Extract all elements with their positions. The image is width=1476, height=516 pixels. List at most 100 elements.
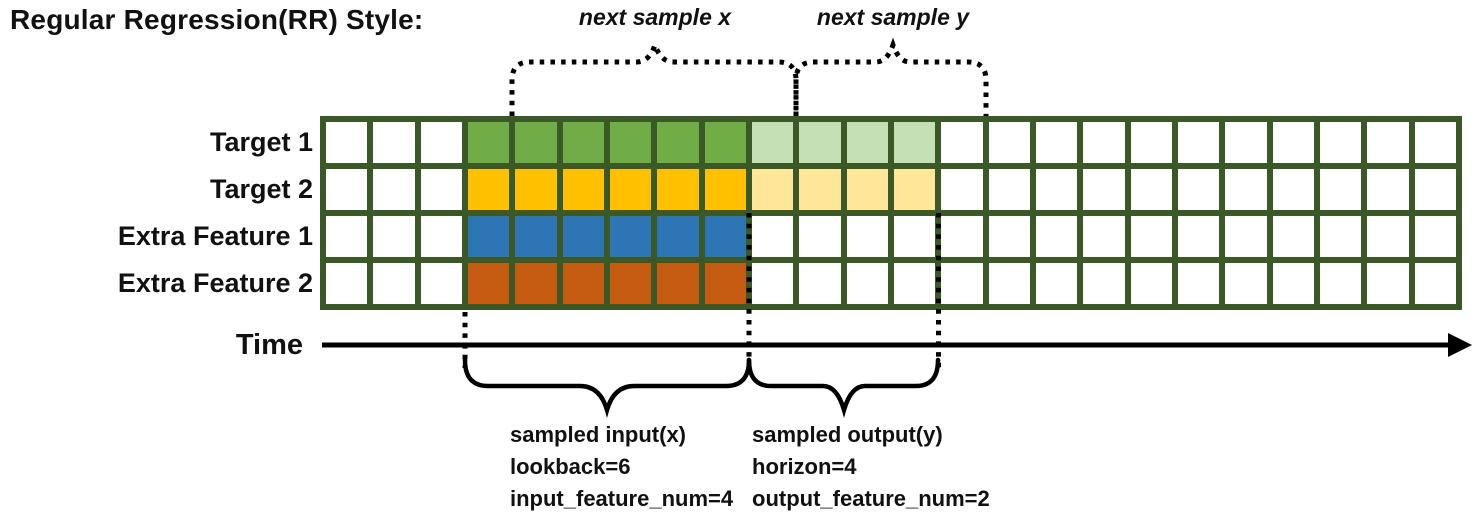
grid-cell xyxy=(467,263,510,304)
grid-cell xyxy=(420,122,462,163)
grid-cell xyxy=(846,122,888,163)
grid-cell xyxy=(846,169,888,210)
grid-cell xyxy=(326,216,368,257)
grid-cell xyxy=(609,216,652,257)
grid-cell xyxy=(326,122,368,163)
grid-cell xyxy=(1130,122,1172,163)
grid-cell xyxy=(657,263,699,304)
grid-cell xyxy=(373,122,415,163)
grid-cell xyxy=(941,169,983,210)
grid-cell xyxy=(609,169,652,210)
time-arrow-head xyxy=(1448,333,1472,357)
grid-cell xyxy=(988,216,1030,257)
grid-cell xyxy=(1414,263,1456,304)
grid-cell xyxy=(1083,216,1125,257)
grid-cell xyxy=(1225,122,1267,163)
label-next-sample-y: next sample y xyxy=(816,4,970,30)
grid-cell xyxy=(1367,263,1409,304)
label-next-sample-x: next sample x xyxy=(578,4,732,30)
callout-input-title: sampled input(x) xyxy=(510,422,687,447)
grid-cell xyxy=(751,216,794,257)
row-label-extra-feature-1: Extra Feature 1 xyxy=(117,221,313,251)
grid-cell xyxy=(1272,216,1314,257)
grid-cell xyxy=(1225,216,1267,257)
grid-cell xyxy=(1130,169,1172,210)
grid-cell xyxy=(1414,216,1456,257)
diagram-title: Regular Regression(RR) Style: xyxy=(10,4,424,35)
callout-output-features: output_feature_num=2 xyxy=(752,486,990,511)
brace-next-sample-y xyxy=(793,37,989,116)
grid-cell xyxy=(657,216,699,257)
grid-cell xyxy=(1319,263,1362,304)
grid-cell xyxy=(1177,263,1220,304)
grid-cell xyxy=(893,169,936,210)
row-label-extra-feature-2: Extra Feature 2 xyxy=(117,268,313,298)
grid-cell xyxy=(893,122,936,163)
grid-cell xyxy=(467,216,510,257)
time-axis-label: Time xyxy=(235,329,303,361)
grid-cell xyxy=(1272,169,1314,210)
grid-cell xyxy=(562,122,604,163)
grid-cell xyxy=(373,169,415,210)
grid-cell xyxy=(326,169,368,210)
grid-cell xyxy=(609,263,652,304)
row-label-target-2: Target 2 xyxy=(209,174,313,204)
grid-cell xyxy=(1272,263,1314,304)
grid-cell xyxy=(467,122,510,163)
grid-cell xyxy=(799,122,841,163)
grid-cell xyxy=(799,216,841,257)
grid-cell xyxy=(1083,122,1125,163)
grid-cell xyxy=(1083,169,1125,210)
grid-cell xyxy=(1130,216,1172,257)
callout-input-lookback: lookback=6 xyxy=(510,454,631,479)
grid-cell xyxy=(704,216,746,257)
sample-grid xyxy=(320,116,1462,310)
grid-cell xyxy=(1367,216,1409,257)
grid-cell xyxy=(609,122,652,163)
grid-cell xyxy=(420,263,462,304)
grid-cell xyxy=(799,263,841,304)
callout-input-features: input_feature_num=4 xyxy=(510,486,734,511)
grid-cell xyxy=(1035,216,1078,257)
grid-cell xyxy=(704,122,746,163)
grid-cell xyxy=(941,216,983,257)
grid-cell xyxy=(704,169,746,210)
grid-cell xyxy=(420,169,462,210)
grid-cell xyxy=(799,169,841,210)
grid-cell xyxy=(1319,216,1362,257)
grid-cell xyxy=(1319,169,1362,210)
grid-cell xyxy=(1319,122,1362,163)
grid-cell xyxy=(1083,263,1125,304)
grid-cell xyxy=(941,263,983,304)
grid-cell xyxy=(515,169,557,210)
grid-cell xyxy=(1035,122,1078,163)
brace-sampled-input xyxy=(462,357,752,419)
grid-cell xyxy=(326,263,368,304)
grid-cell xyxy=(515,122,557,163)
grid-cell xyxy=(1177,169,1220,210)
callout-output-horizon: horizon=4 xyxy=(752,454,857,479)
grid-cell xyxy=(515,216,557,257)
grid-cell xyxy=(1414,122,1456,163)
grid-cell xyxy=(1367,169,1409,210)
grid-cell xyxy=(1177,216,1220,257)
grid-cell xyxy=(893,216,936,257)
grid-cell xyxy=(467,169,510,210)
grid-cell xyxy=(1414,169,1456,210)
grid-cell xyxy=(1367,122,1409,163)
grid-cell xyxy=(562,169,604,210)
grid-cell xyxy=(846,263,888,304)
grid-cell xyxy=(988,169,1030,210)
grid-cell xyxy=(704,263,746,304)
grid-cell xyxy=(562,216,604,257)
grid-cell xyxy=(846,216,888,257)
grid-cell xyxy=(751,122,794,163)
grid-cell xyxy=(1035,169,1078,210)
brace-next-sample-x xyxy=(509,37,799,116)
grid-cell xyxy=(988,122,1030,163)
grid-cell xyxy=(1177,122,1220,163)
grid-cell xyxy=(657,169,699,210)
grid-cell xyxy=(515,263,557,304)
grid-cell xyxy=(988,263,1030,304)
